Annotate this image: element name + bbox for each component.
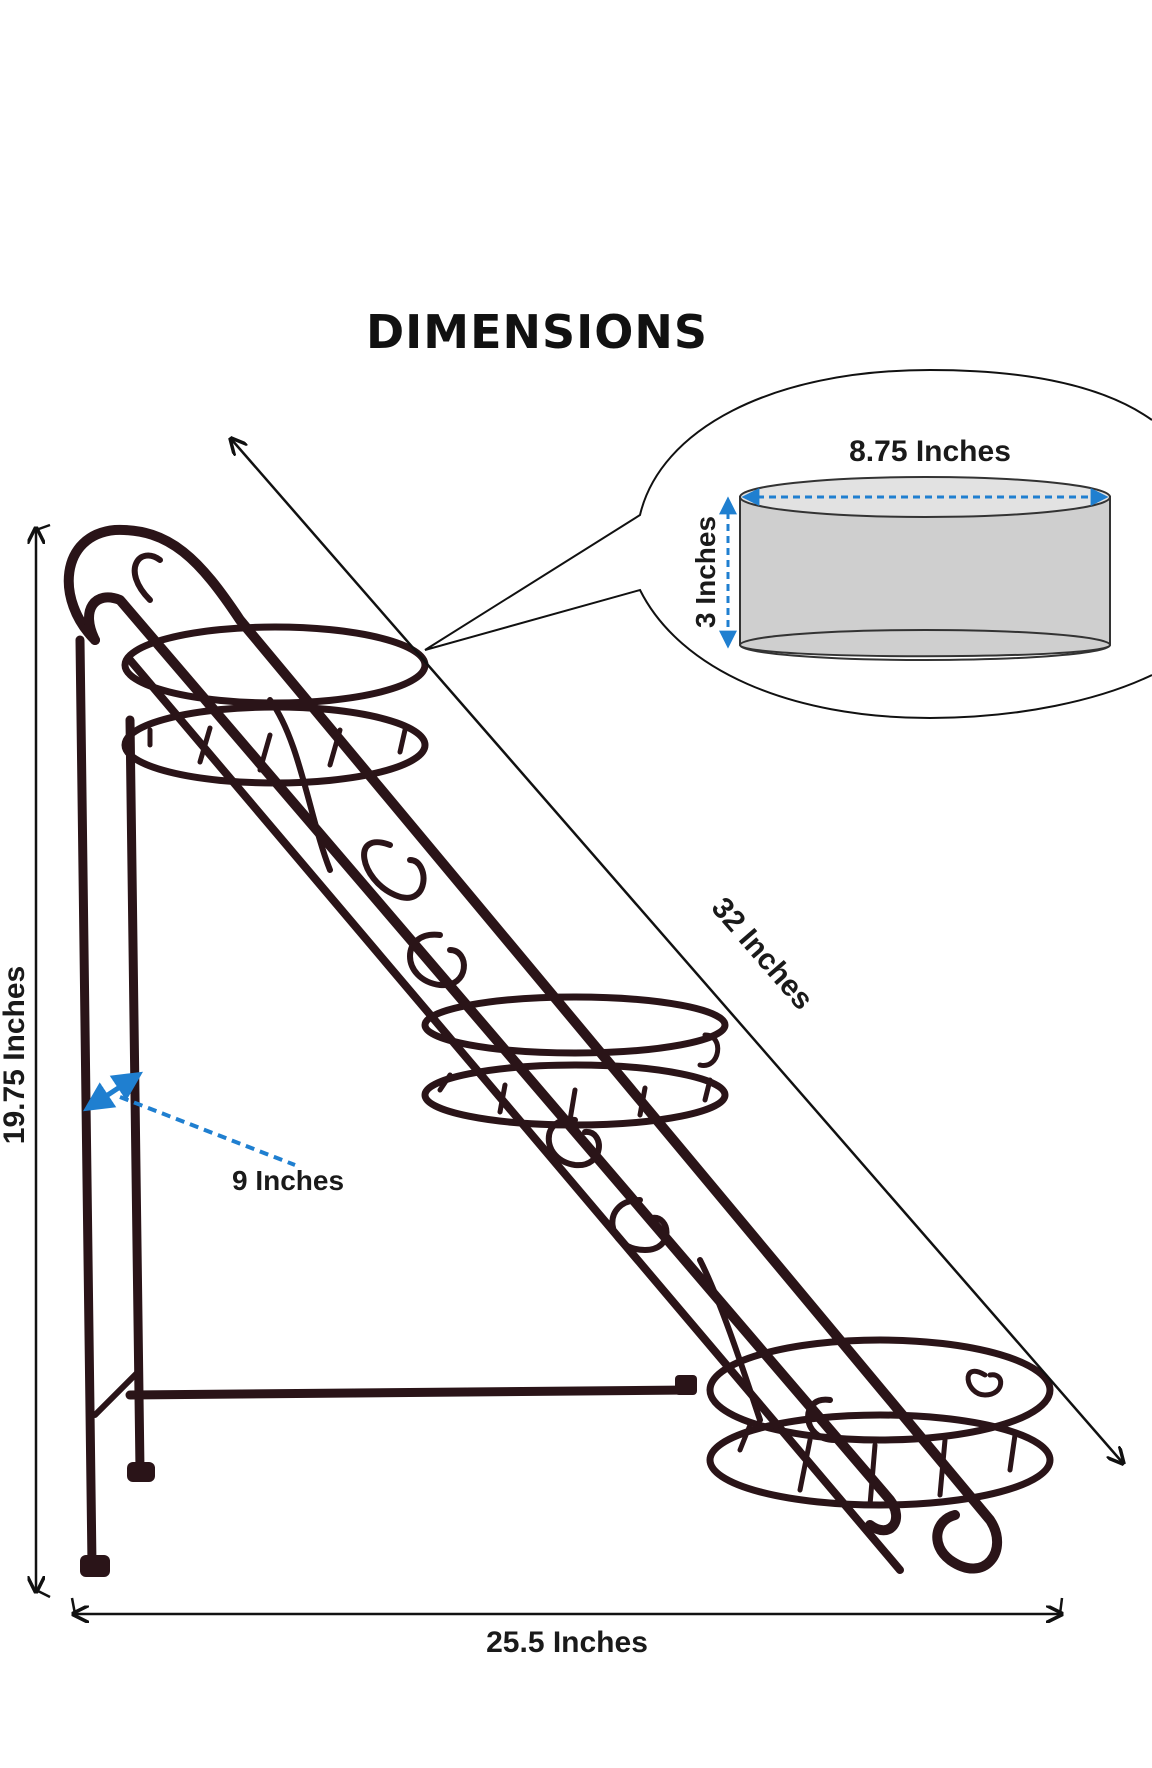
bottom-crossbar (125, 1385, 695, 1400)
depth-label: 9 Inches (232, 1165, 344, 1196)
back-leg (75, 635, 97, 1570)
crossbar-bracket (675, 1375, 697, 1395)
pot-bottom-edge (739, 629, 1111, 661)
width-tick-left (70, 1597, 77, 1615)
height-tick-top (35, 523, 51, 532)
diagonal-dimension-line (232, 440, 1122, 1462)
depth-arrow (82, 1071, 144, 1112)
diagonal-length-label: 32 Inches (705, 891, 820, 1016)
inner-rail (84, 592, 901, 1536)
outer-rail (63, 524, 1003, 1574)
height-tick-bottom (35, 1588, 51, 1599)
height-label: 19.75 Inches (0, 966, 31, 1144)
depth-leader-line (119, 1095, 296, 1167)
pot-body (739, 496, 1111, 658)
pot-callout: 8.75 Inches 3 Inches (424, 368, 1152, 720)
page-title: DIMENSIONS (366, 305, 708, 359)
pot-height-label: 3 Inches (690, 516, 721, 628)
width-label: 25.5 Inches (486, 1626, 648, 1659)
back-leg-foot (80, 1555, 110, 1577)
bottom-pot-ring (706, 1336, 1054, 1509)
front-leg-foot (127, 1462, 155, 1482)
width-tick-right (1058, 1597, 1064, 1615)
leg-brace (92, 1367, 143, 1418)
front-leg (125, 715, 145, 1475)
pot-diameter-label: 8.75 Inches (849, 435, 1011, 468)
